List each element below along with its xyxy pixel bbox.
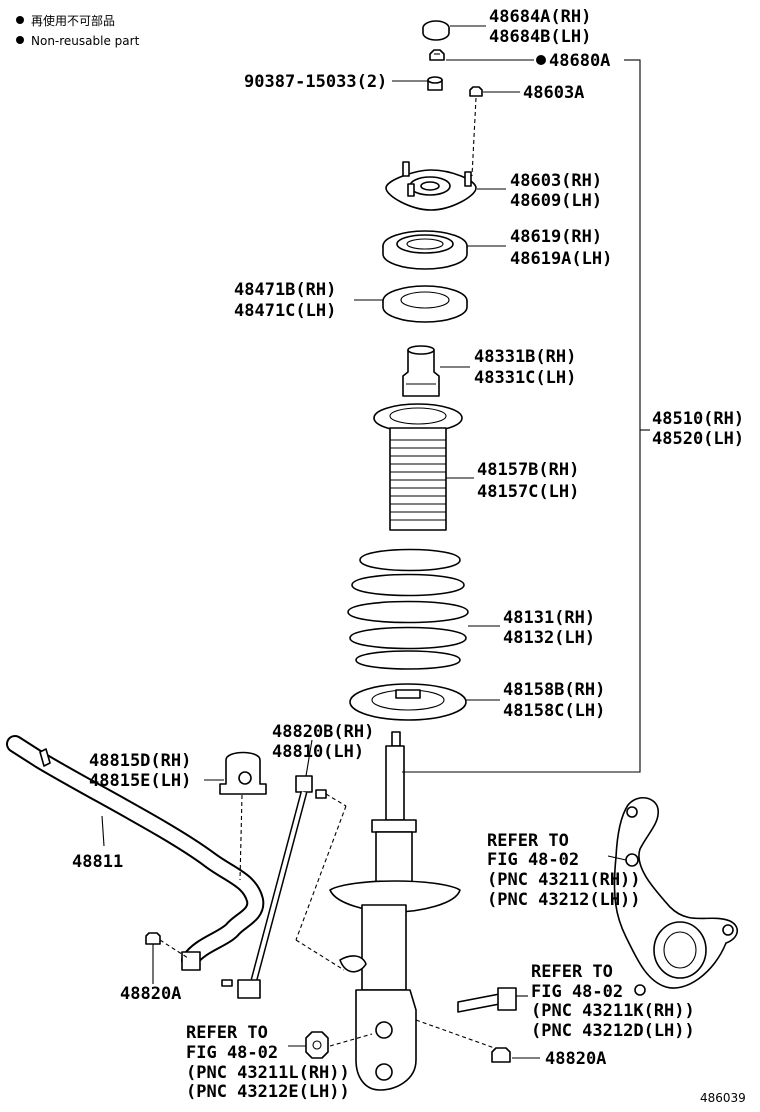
label-48131: 48131(RH) (503, 608, 595, 628)
label-48471b: 48471B(RH) (234, 280, 336, 300)
refer-nut-line2: FIG 48-02 (186, 1043, 278, 1063)
label-48815d: 48815D(RH) (89, 751, 191, 771)
label-48603a: 48603A (523, 83, 584, 103)
knuckle-nut-part (305, 1031, 329, 1059)
legend: 再使用不可部品 Non-reusable part (16, 13, 140, 48)
refer-bolt: REFER TO FIG 48-02 (PNC 43211K(RH)) (PNC… (531, 962, 695, 1041)
stabilizer-link-part (221, 775, 327, 999)
refer-nut-line1: REFER TO (186, 1023, 268, 1043)
label-48684b: 48684B(LH) (489, 27, 591, 47)
strut-mount-part (385, 161, 477, 211)
legend-en: Non-reusable part (31, 34, 140, 48)
label-48158b: 48158B(RH) (503, 680, 605, 700)
dust-boot-part (373, 403, 463, 531)
refer-bolt-line1: REFER TO (531, 962, 613, 982)
label-48815e: 48815E(LH) (89, 771, 191, 791)
refer-knuckle-line4: (PNC 43212(LH)) (487, 890, 641, 910)
dust-cap-part (422, 20, 450, 41)
refer-knuckle-line3: (PNC 43211(RH)) (487, 870, 641, 890)
label-48157c: 48157C(LH) (477, 482, 579, 502)
label-48684a: 48684A(RH) (489, 7, 591, 27)
label-48811: 48811 (72, 852, 123, 872)
knuckle-bolt-part (457, 987, 517, 1013)
lock-nut-part (429, 49, 445, 61)
label-48331c: 48331C(LH) (474, 368, 576, 388)
label-48471c: 48471C(LH) (234, 301, 336, 321)
stabilizer-nut-left-part (145, 932, 161, 945)
label-48820b: 48820B(RH) (272, 722, 374, 742)
figure-number: 486039 (700, 1091, 746, 1105)
refer-bolt-line3: (PNC 43211K(RH)) (531, 1001, 695, 1021)
refer-knuckle-line1: REFER TO (487, 831, 569, 851)
label-48132: 48132(LH) (503, 628, 595, 648)
label-48820a-left: 48820A (120, 984, 181, 1004)
label-48158c: 48158C(LH) (503, 701, 605, 721)
coil-spring-part (347, 548, 469, 670)
nonreusable-dot-icon (16, 16, 24, 24)
label-48820a-bottom: 48820A (545, 1049, 606, 1069)
nonreusable-dot-icon (536, 55, 546, 65)
collar-nut-part (427, 76, 443, 91)
legend-jp: 再使用不可部品 (31, 13, 115, 28)
label-48510: 48510(RH) (652, 409, 744, 429)
label-48619a: 48619A(LH) (510, 249, 612, 269)
refer-knuckle: REFER TO FIG 48-02 (PNC 43211(RH)) (PNC … (487, 831, 641, 910)
refer-bolt-line4: (PNC 43212D(LH)) (531, 1021, 695, 1041)
label-48157b: 48157B(RH) (477, 460, 579, 480)
strut-bearing-part (382, 230, 468, 270)
bump-stopper-part (402, 345, 440, 397)
label-90387: 90387-15033(2) (244, 72, 387, 92)
refer-nut-line3: (PNC 43211L(RH)) (186, 1063, 350, 1083)
label-48619: 48619(RH) (510, 227, 602, 247)
stabilizer-bushing-part (219, 751, 267, 795)
label-48810: 48810(LH) (272, 742, 364, 762)
label-48680a: 48680A (549, 51, 610, 71)
refer-nut-line4: (PNC 43212E(LH)) (186, 1082, 350, 1102)
stabilizer-nut-bottom-part (491, 1047, 511, 1063)
refer-nut: REFER TO FIG 48-02 (PNC 43211L(RH)) (PNC… (186, 1023, 350, 1102)
steering-knuckle-part (613, 797, 738, 996)
spring-insulator-upper-part (382, 285, 468, 323)
label-48603: 48603(RH) (510, 171, 602, 191)
refer-knuckle-line2: FIG 48-02 (487, 850, 579, 870)
spring-insulator-lower-part (349, 683, 467, 721)
mount-nut-part (469, 86, 483, 97)
shock-absorber-part (329, 731, 461, 1091)
refer-bolt-line2: FIG 48-02 (531, 982, 623, 1002)
nonreusable-dot-icon (16, 36, 24, 44)
label-48331b: 48331B(RH) (474, 347, 576, 367)
label-48609: 48609(LH) (510, 191, 602, 211)
label-48520: 48520(LH) (652, 429, 744, 449)
